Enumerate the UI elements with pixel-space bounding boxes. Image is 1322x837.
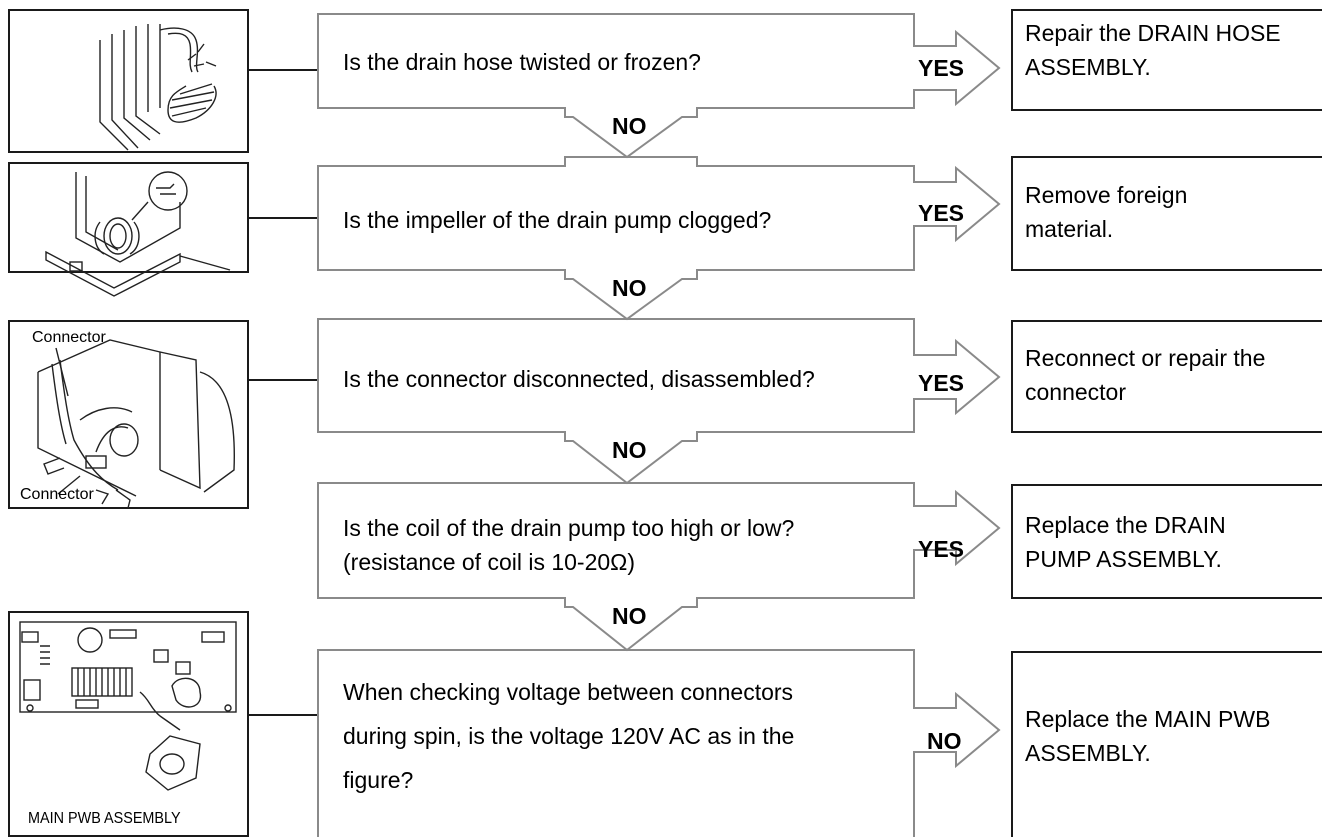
action-5-line-2: ASSEMBLY. <box>1025 740 1151 766</box>
image-box-3 <box>8 320 249 509</box>
question-4-line-2: (resistance of coil is 10-20Ω) <box>343 549 636 575</box>
down-label-3: NO <box>612 437 647 463</box>
down-label-2: NO <box>612 275 647 301</box>
action-1-line-2: ASSEMBLY. <box>1025 54 1151 80</box>
branch-label-2: YES <box>918 200 965 226</box>
question-5-line-1: When checking voltage between connectors <box>343 679 794 705</box>
image-box-2 <box>8 162 249 273</box>
question-5: When checking voltage between connectors… <box>343 670 903 802</box>
action-4-line-2: PUMP ASSEMBLY. <box>1025 546 1222 572</box>
question-box-1 <box>317 13 1001 159</box>
answer-box-4 <box>1011 484 1322 599</box>
question-box-4 <box>317 482 1001 652</box>
drain-pump-illustration <box>45 171 231 297</box>
action-3-line-1: Reconnect or repair the <box>1025 345 1266 371</box>
action-1-line-1: Repair the DRAIN HOSE <box>1025 20 1281 46</box>
question-5-line-2: during spin, is the voltage 120V AC as i… <box>343 723 795 749</box>
connector-caption-top: Connector <box>32 329 106 346</box>
branch-label-3: YES <box>918 370 965 396</box>
action-1: Repair the DRAIN HOSE ASSEMBLY. <box>1025 16 1322 84</box>
question-5-line-3: figure? <box>343 767 414 793</box>
answer-box-2 <box>1011 156 1322 271</box>
main-pwb-caption: MAIN PWB ASSEMBLY <box>28 810 181 827</box>
main-pwb-illustration <box>19 621 237 791</box>
action-4-line-1: Replace the DRAIN <box>1025 512 1226 538</box>
question-box-5 <box>317 649 1001 837</box>
action-2-line-1: Remove foreign <box>1025 182 1188 208</box>
image-box-5 <box>8 611 249 837</box>
action-3-line-2: connector <box>1025 379 1127 405</box>
action-2: Remove foreign material. <box>1025 178 1322 246</box>
question-box-2 <box>317 156 1001 321</box>
action-4: Replace the DRAIN PUMP ASSEMBLY. <box>1025 508 1322 576</box>
branch-label-1: YES <box>918 55 965 81</box>
question-2: Is the impeller of the drain pump clogge… <box>343 207 772 233</box>
drain-hose-illustration <box>99 24 217 151</box>
action-3: Reconnect or repair the connector <box>1025 341 1322 409</box>
connector-illustration <box>37 339 235 509</box>
question-3: Is the connector disconnected, disassemb… <box>343 366 815 392</box>
answer-box-1 <box>1011 9 1322 111</box>
branch-label-5: NO <box>927 728 962 754</box>
action-5-line-1: Replace the MAIN PWB <box>1025 706 1271 732</box>
answer-box-5 <box>1011 651 1322 837</box>
action-2-line-2: material. <box>1025 216 1114 242</box>
connector-caption-bottom: Connector <box>20 486 94 503</box>
question-box-3 <box>317 318 1001 485</box>
down-label-4: NO <box>612 603 647 629</box>
branch-label-4: YES <box>918 536 965 562</box>
down-label-1: NO <box>612 113 647 139</box>
image-box-1 <box>8 9 249 153</box>
question-1: Is the drain hose twisted or frozen? <box>343 49 701 75</box>
question-4-line-1: Is the coil of the drain pump too high o… <box>343 515 795 541</box>
question-4: Is the coil of the drain pump too high o… <box>343 511 903 579</box>
action-5: Replace the MAIN PWB ASSEMBLY. <box>1025 702 1322 770</box>
answer-box-3 <box>1011 320 1322 433</box>
